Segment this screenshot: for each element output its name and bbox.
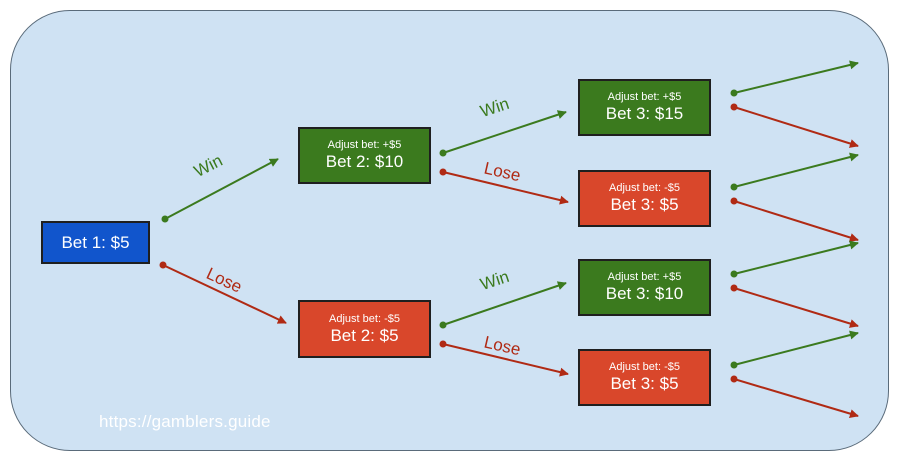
node-label: Bet 2: $10 — [325, 152, 404, 171]
arrow-win — [730, 152, 859, 191]
arrow-lose — [159, 261, 287, 324]
arrow-lose — [439, 340, 569, 377]
node-adjust: Adjust bet: +$5 — [607, 91, 682, 103]
node-label: Bet 2: $5 — [330, 325, 399, 345]
arrow-lose — [730, 197, 859, 242]
watermark: https://gamblers.guide — [99, 412, 271, 431]
node-label: Bet 3: $5 — [610, 374, 679, 393]
node-label: Bet 3: $15 — [605, 104, 684, 123]
root-node: Bet 1: $5 — [41, 221, 150, 264]
node-label: Bet 1: $5 — [61, 232, 130, 252]
arrow-lose — [730, 103, 859, 148]
node-adjust: Adjust bet: -$5 — [609, 182, 680, 194]
bet2-lose-node: Adjust bet: -$5 Bet 2: $5 — [298, 300, 431, 358]
bet3-lose-win-node: Adjust bet: +$5 Bet 3: $10 — [578, 259, 711, 316]
arrow-win — [730, 330, 859, 369]
diagram-panel — [10, 10, 889, 451]
bet3-lose-lose-node: Adjust bet: -$5 Bet 3: $5 — [578, 349, 711, 406]
arrow-win — [439, 281, 567, 329]
bet3-win-win-node: Adjust bet: +$5 Bet 3: $15 — [578, 79, 711, 136]
node-adjust: Adjust bet: +$5 — [327, 139, 402, 151]
arrow-win — [730, 240, 859, 278]
arrow-win — [161, 158, 279, 223]
arrow-lose — [730, 284, 859, 328]
arrow-lose — [439, 168, 569, 205]
node-adjust: Adjust bet: +$5 — [607, 271, 682, 283]
node-adjust: Adjust bet: -$5 — [609, 361, 680, 373]
node-label: Bet 3: $5 — [610, 195, 679, 214]
arrow-win — [730, 60, 859, 97]
bet3-win-lose-node: Adjust bet: -$5 Bet 3: $5 — [578, 170, 711, 227]
arrow-win — [439, 110, 567, 157]
arrow-lose — [730, 375, 859, 418]
node-label: Bet 3: $10 — [605, 284, 684, 303]
bet2-win-node: Adjust bet: +$5 Bet 2: $10 — [298, 127, 431, 184]
node-adjust: Adjust bet: -$5 — [329, 312, 400, 325]
